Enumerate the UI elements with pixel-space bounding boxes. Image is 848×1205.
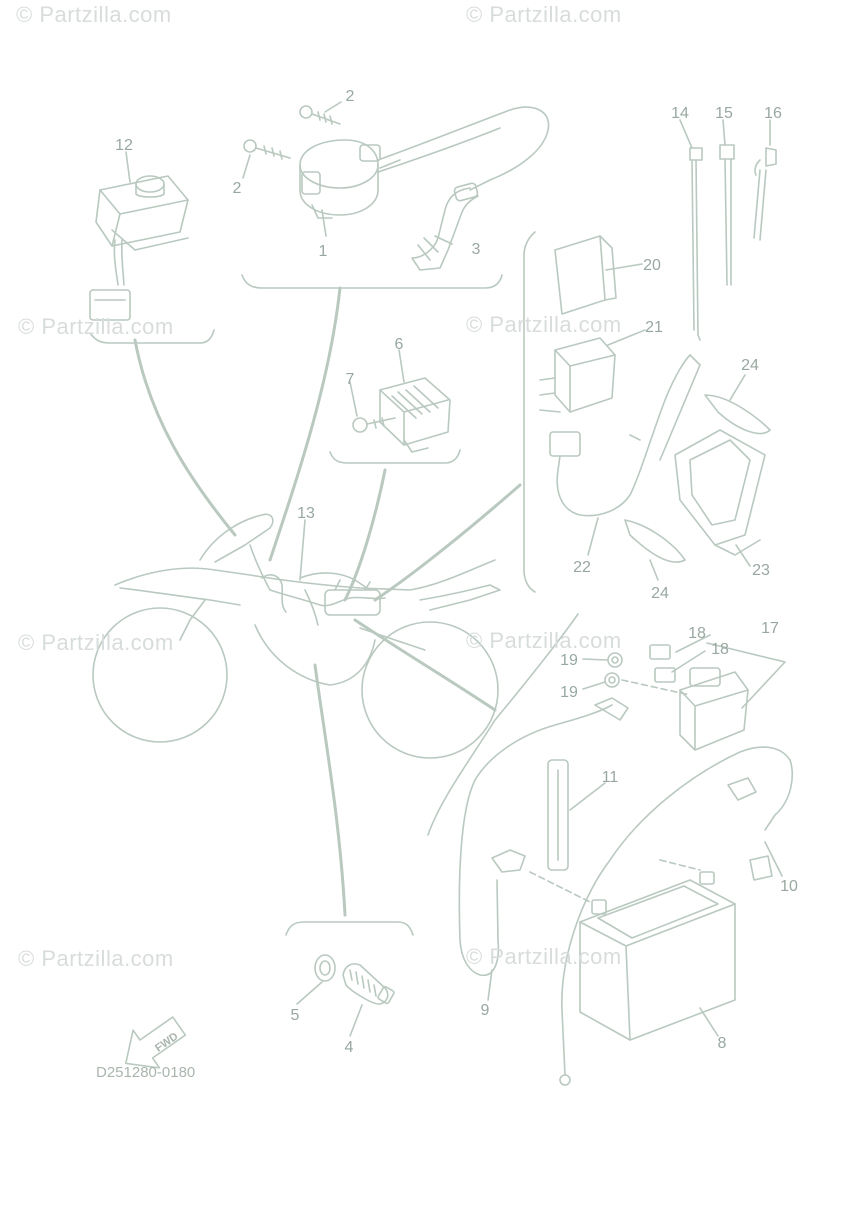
watermark: © Partzilla.com [18,946,174,971]
callout-19: 19 [560,652,578,669]
cdi-unit-12 [89,175,189,321]
callout-12: 12 [115,137,133,154]
callout-1: 1 [319,243,328,260]
rectifier-regulator-6 [379,377,451,453]
callout-5: 5 [291,1007,300,1024]
gasket-5 [314,954,336,982]
watermark: © Partzilla.com [18,314,174,339]
callout-2: 2 [233,180,242,197]
fwd-label: FWD [153,1030,180,1054]
watermark: © Partzilla.com [466,628,622,653]
cable-ties [689,144,777,341]
battery-cable-10 [559,746,793,1086]
motorcycle-outline [92,513,501,759]
callout-8: 8 [718,1035,727,1052]
watermark: © Partzilla.com [466,944,622,969]
callout-6: 6 [395,336,404,353]
watermark: © Partzilla.com [466,312,622,337]
bolt-7 [352,417,396,433]
callout-9: 9 [481,1002,490,1019]
fuse-18 [649,644,676,683]
callout-21: 21 [645,319,663,336]
watermark: © Partzilla.com [466,2,622,27]
neutral-switch-4 [342,963,395,1005]
callout-18: 18 [688,625,706,642]
callout-2: 2 [346,88,355,105]
callout-22: 22 [573,559,591,576]
callout-18: 18 [711,641,729,658]
callout-16: 16 [764,105,782,122]
band-24 [624,394,771,563]
callout-24: 24 [651,585,669,602]
battery-strap-11 [547,759,569,871]
ignition-coil-1 [299,106,550,219]
callout-4: 4 [345,1039,354,1056]
watermark: © Partzilla.com [16,2,172,27]
starter-relay-17 [679,667,749,751]
spark-plug-cap-3 [411,179,491,271]
battery-8 [579,859,736,1041]
callout-19: 19 [560,684,578,701]
watermark: © Partzilla.com [18,630,174,655]
callout-23: 23 [752,562,770,579]
fwd-arrow-icon [124,1016,187,1069]
callout-14: 14 [671,105,689,122]
callout-24: 24 [741,357,759,374]
relay-20 [554,235,617,315]
bracket-23 [674,429,766,556]
callout-3: 3 [472,241,481,258]
nut-19 [604,652,623,688]
connector-holder-21 [539,337,616,413]
battery-cable-9 [458,697,629,976]
diagram-code: D251280-0180 [96,1064,196,1081]
callout-11: 11 [602,769,619,786]
callout-15: 15 [715,105,733,122]
callout-7: 7 [346,371,355,388]
wire-lead-22 [549,354,701,517]
bolt-2 [243,105,341,160]
callout-10: 10 [780,878,798,895]
callout-13: 13 [297,505,315,522]
callout-20: 20 [643,257,661,274]
callout-17: 17 [761,620,779,637]
